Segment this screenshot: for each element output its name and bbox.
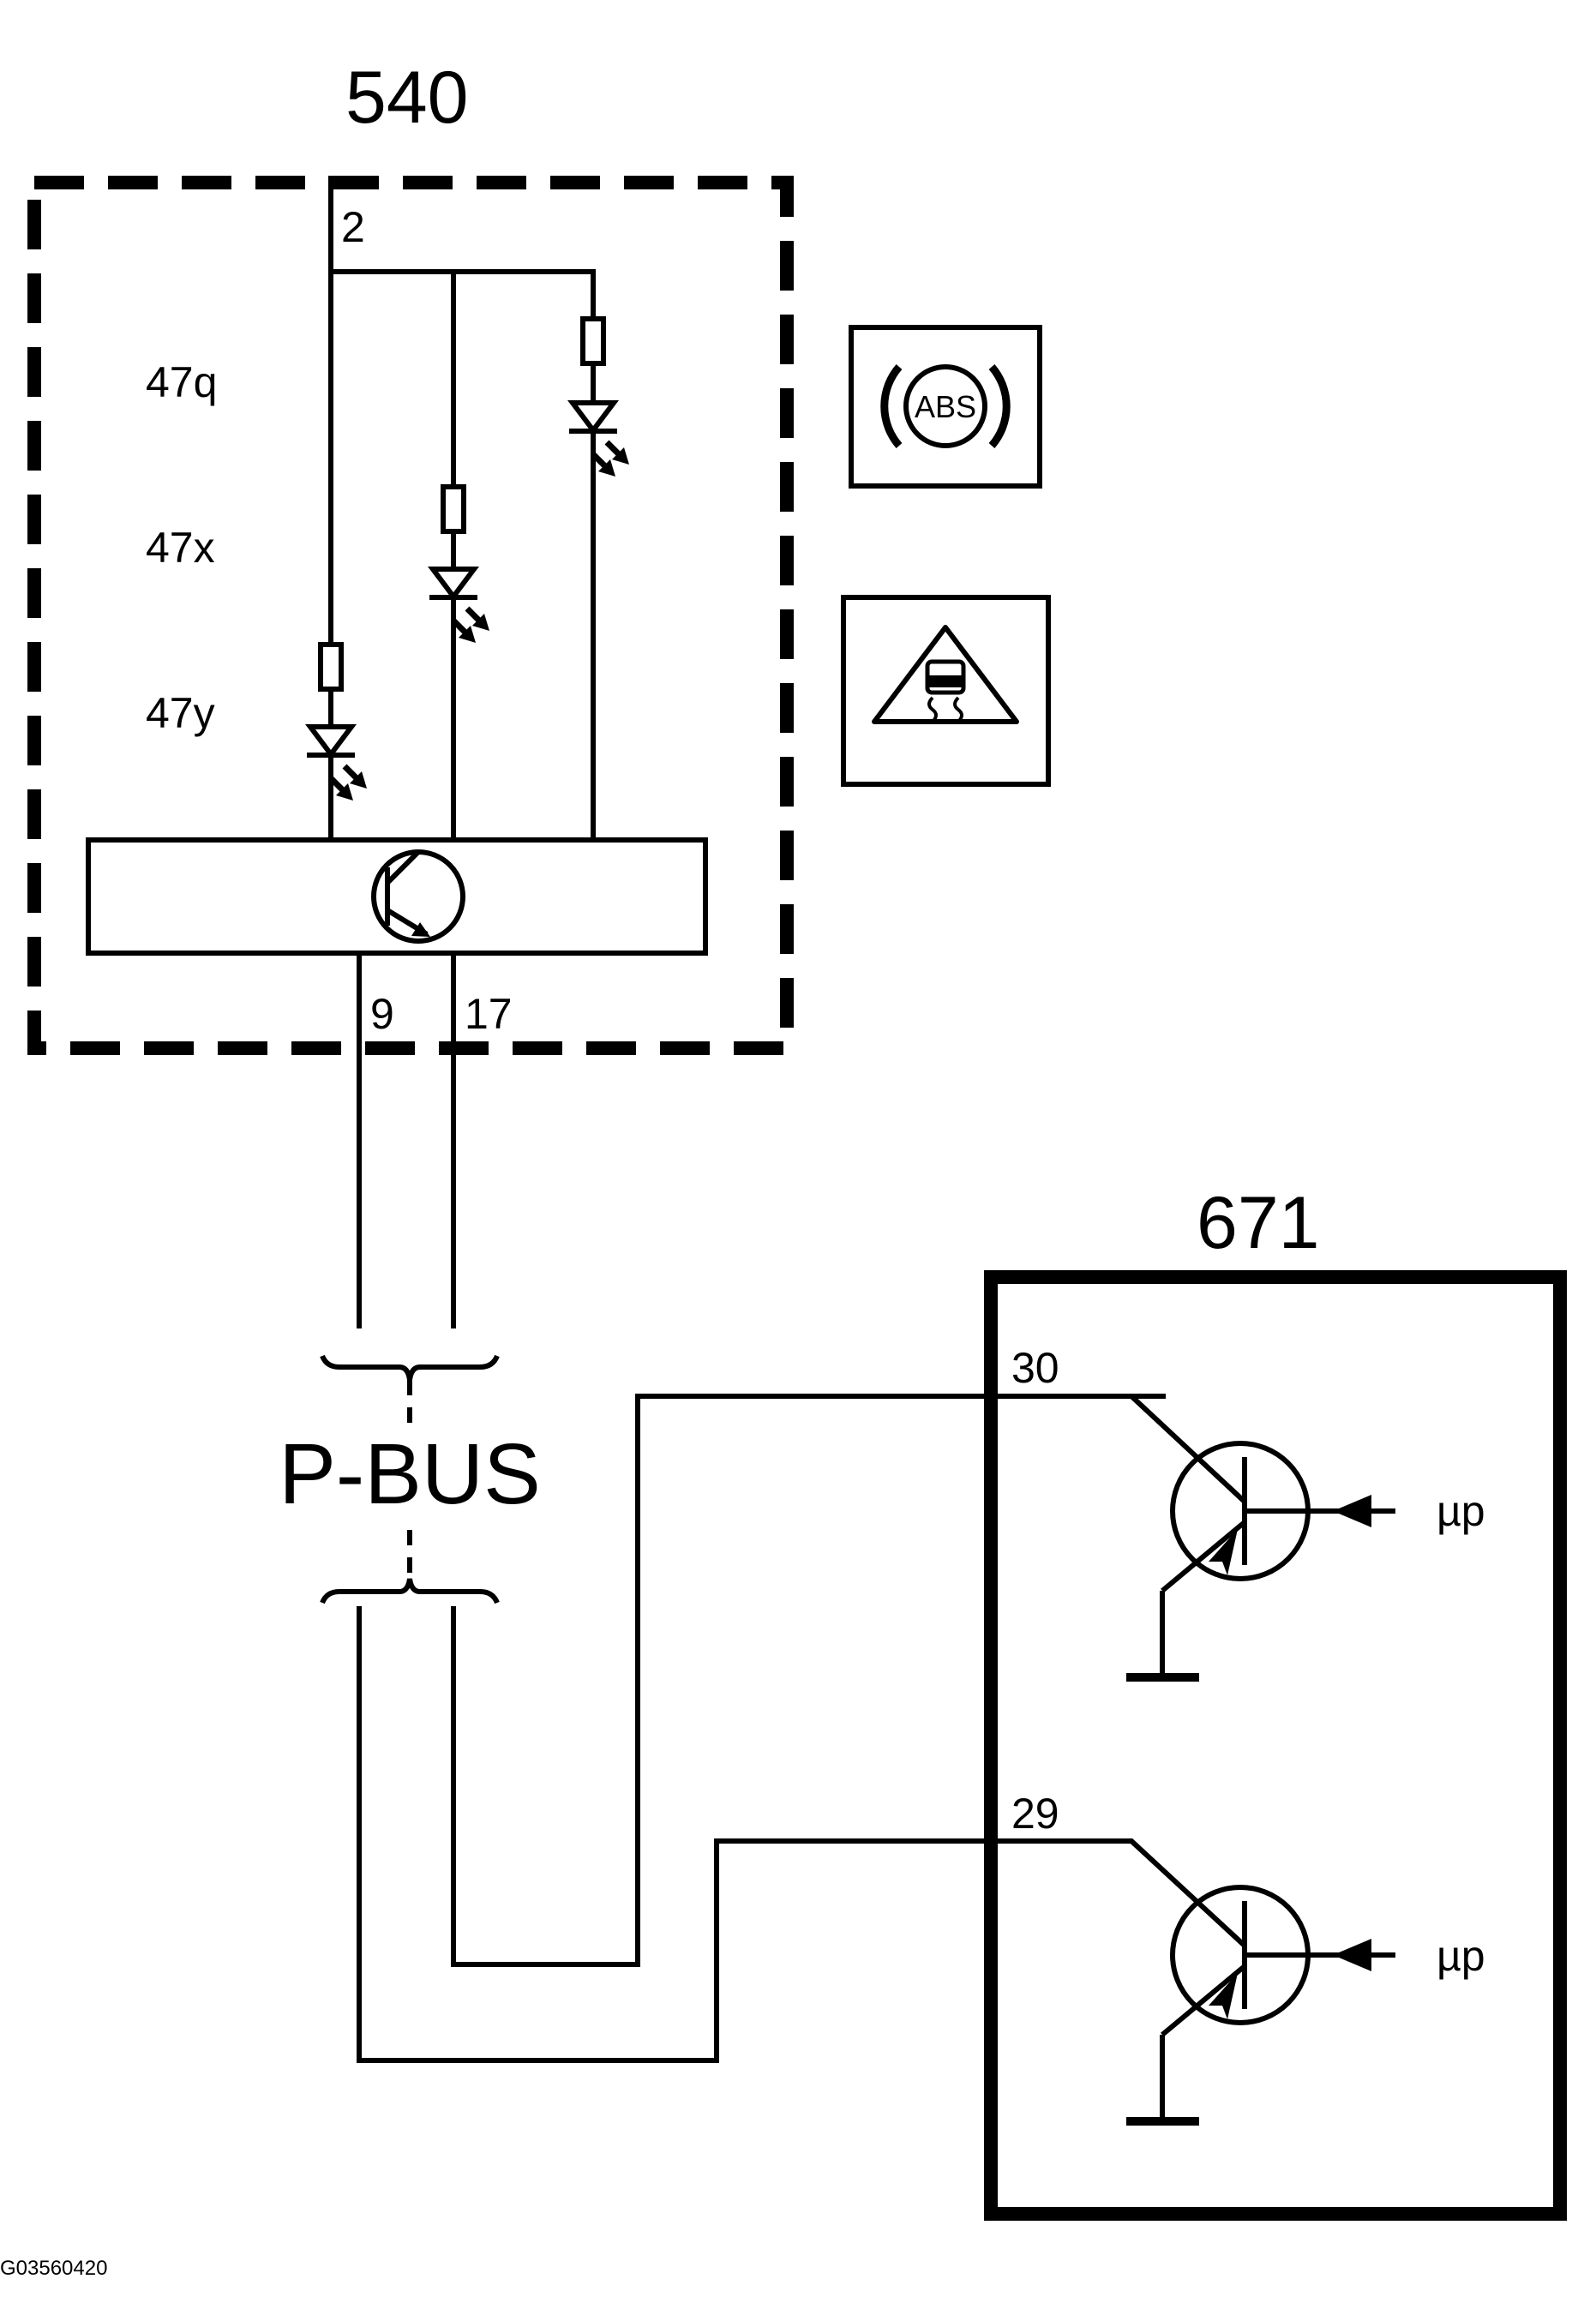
pin-30-label: 30 bbox=[1011, 1344, 1059, 1392]
module-671: 671 30 µp bbox=[984, 1182, 1567, 2221]
abs-warning-icon: ABS bbox=[849, 325, 1042, 489]
emitter-arrow-29 bbox=[1209, 1973, 1238, 2019]
module-671-boundary bbox=[984, 1270, 1567, 2221]
pin-29-label: 29 bbox=[1011, 1790, 1059, 1838]
abs-icon-text: ABS bbox=[915, 389, 976, 424]
traction-control-warning-icon bbox=[841, 595, 1051, 787]
module-540-label: 540 bbox=[345, 57, 469, 139]
resistor-47x bbox=[441, 484, 466, 534]
resistor-47q bbox=[580, 316, 606, 366]
bus-wire-pin17-to-pin30 bbox=[451, 1394, 1131, 1967]
lamp-47x-label: 47x bbox=[146, 524, 215, 572]
resistor-47y bbox=[318, 642, 344, 692]
lamp-47y-label: 47y bbox=[146, 689, 215, 737]
led-47q bbox=[567, 400, 619, 435]
module-671-label: 671 bbox=[1197, 1182, 1320, 1264]
output-transistor-30: 30 µp bbox=[994, 1344, 1485, 1682]
module-540: 540 2 47q 47x bbox=[27, 57, 794, 1328]
pin-2-label: 2 bbox=[341, 203, 365, 251]
pin-17-label: 17 bbox=[465, 990, 513, 1038]
mp-input-label-29: µp bbox=[1437, 1932, 1485, 1980]
lamp-47y bbox=[305, 642, 367, 801]
module-540-boundary bbox=[27, 176, 794, 1055]
bus-wire-pin9-to-pin29 bbox=[357, 1606, 1131, 2063]
figure-id: G03560420 bbox=[0, 2257, 107, 2280]
p-bus-label: P-BUS bbox=[279, 1426, 541, 1522]
led-47y bbox=[305, 724, 357, 759]
lamp-47q-label: 47q bbox=[146, 358, 217, 406]
pin-9-label: 9 bbox=[370, 990, 394, 1038]
driver-transistor bbox=[371, 849, 465, 944]
bus-upper-brace bbox=[320, 1354, 500, 1381]
bus-lower-brace bbox=[320, 1578, 500, 1604]
output-transistor-29: 29 µp bbox=[994, 1790, 1485, 2126]
emitter-arrow-30 bbox=[1209, 1529, 1238, 1575]
lamp-47q bbox=[567, 316, 629, 477]
mp-input-label-30: µp bbox=[1437, 1487, 1485, 1535]
p-bus-connector: P-BUS bbox=[279, 1354, 541, 1604]
led-47x bbox=[428, 567, 479, 601]
lamp-47x bbox=[428, 484, 489, 643]
